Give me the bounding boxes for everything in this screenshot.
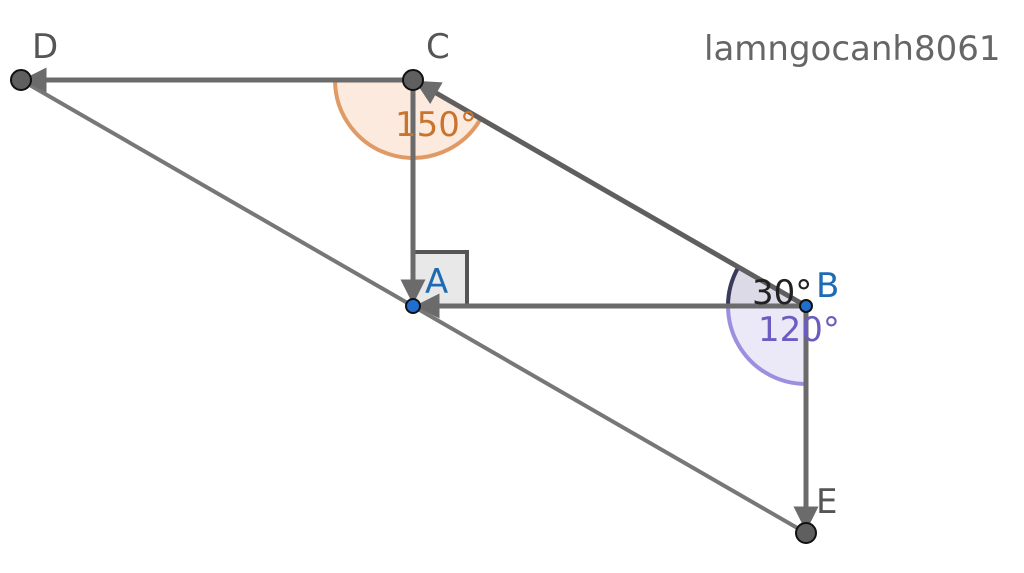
- point-a[interactable]: [405, 298, 421, 314]
- label-b: B: [816, 266, 839, 306]
- label-a: A: [425, 262, 448, 302]
- angle-b-large-label: 120°: [758, 310, 840, 350]
- angle-c-label: 150°: [395, 105, 477, 145]
- point-c[interactable]: [402, 69, 424, 91]
- label-d: D: [32, 27, 58, 67]
- vector-bc: [414, 79, 808, 309]
- angle-b-small-label: 30°: [752, 273, 812, 313]
- watermark: lamngocanh8061: [704, 29, 1001, 69]
- point-b[interactable]: [799, 299, 813, 313]
- label-c: C: [426, 27, 450, 67]
- point-d[interactable]: [10, 69, 32, 91]
- point-e[interactable]: [795, 522, 817, 544]
- angle-c-arc: [333, 79, 483, 160]
- label-e: E: [816, 482, 837, 522]
